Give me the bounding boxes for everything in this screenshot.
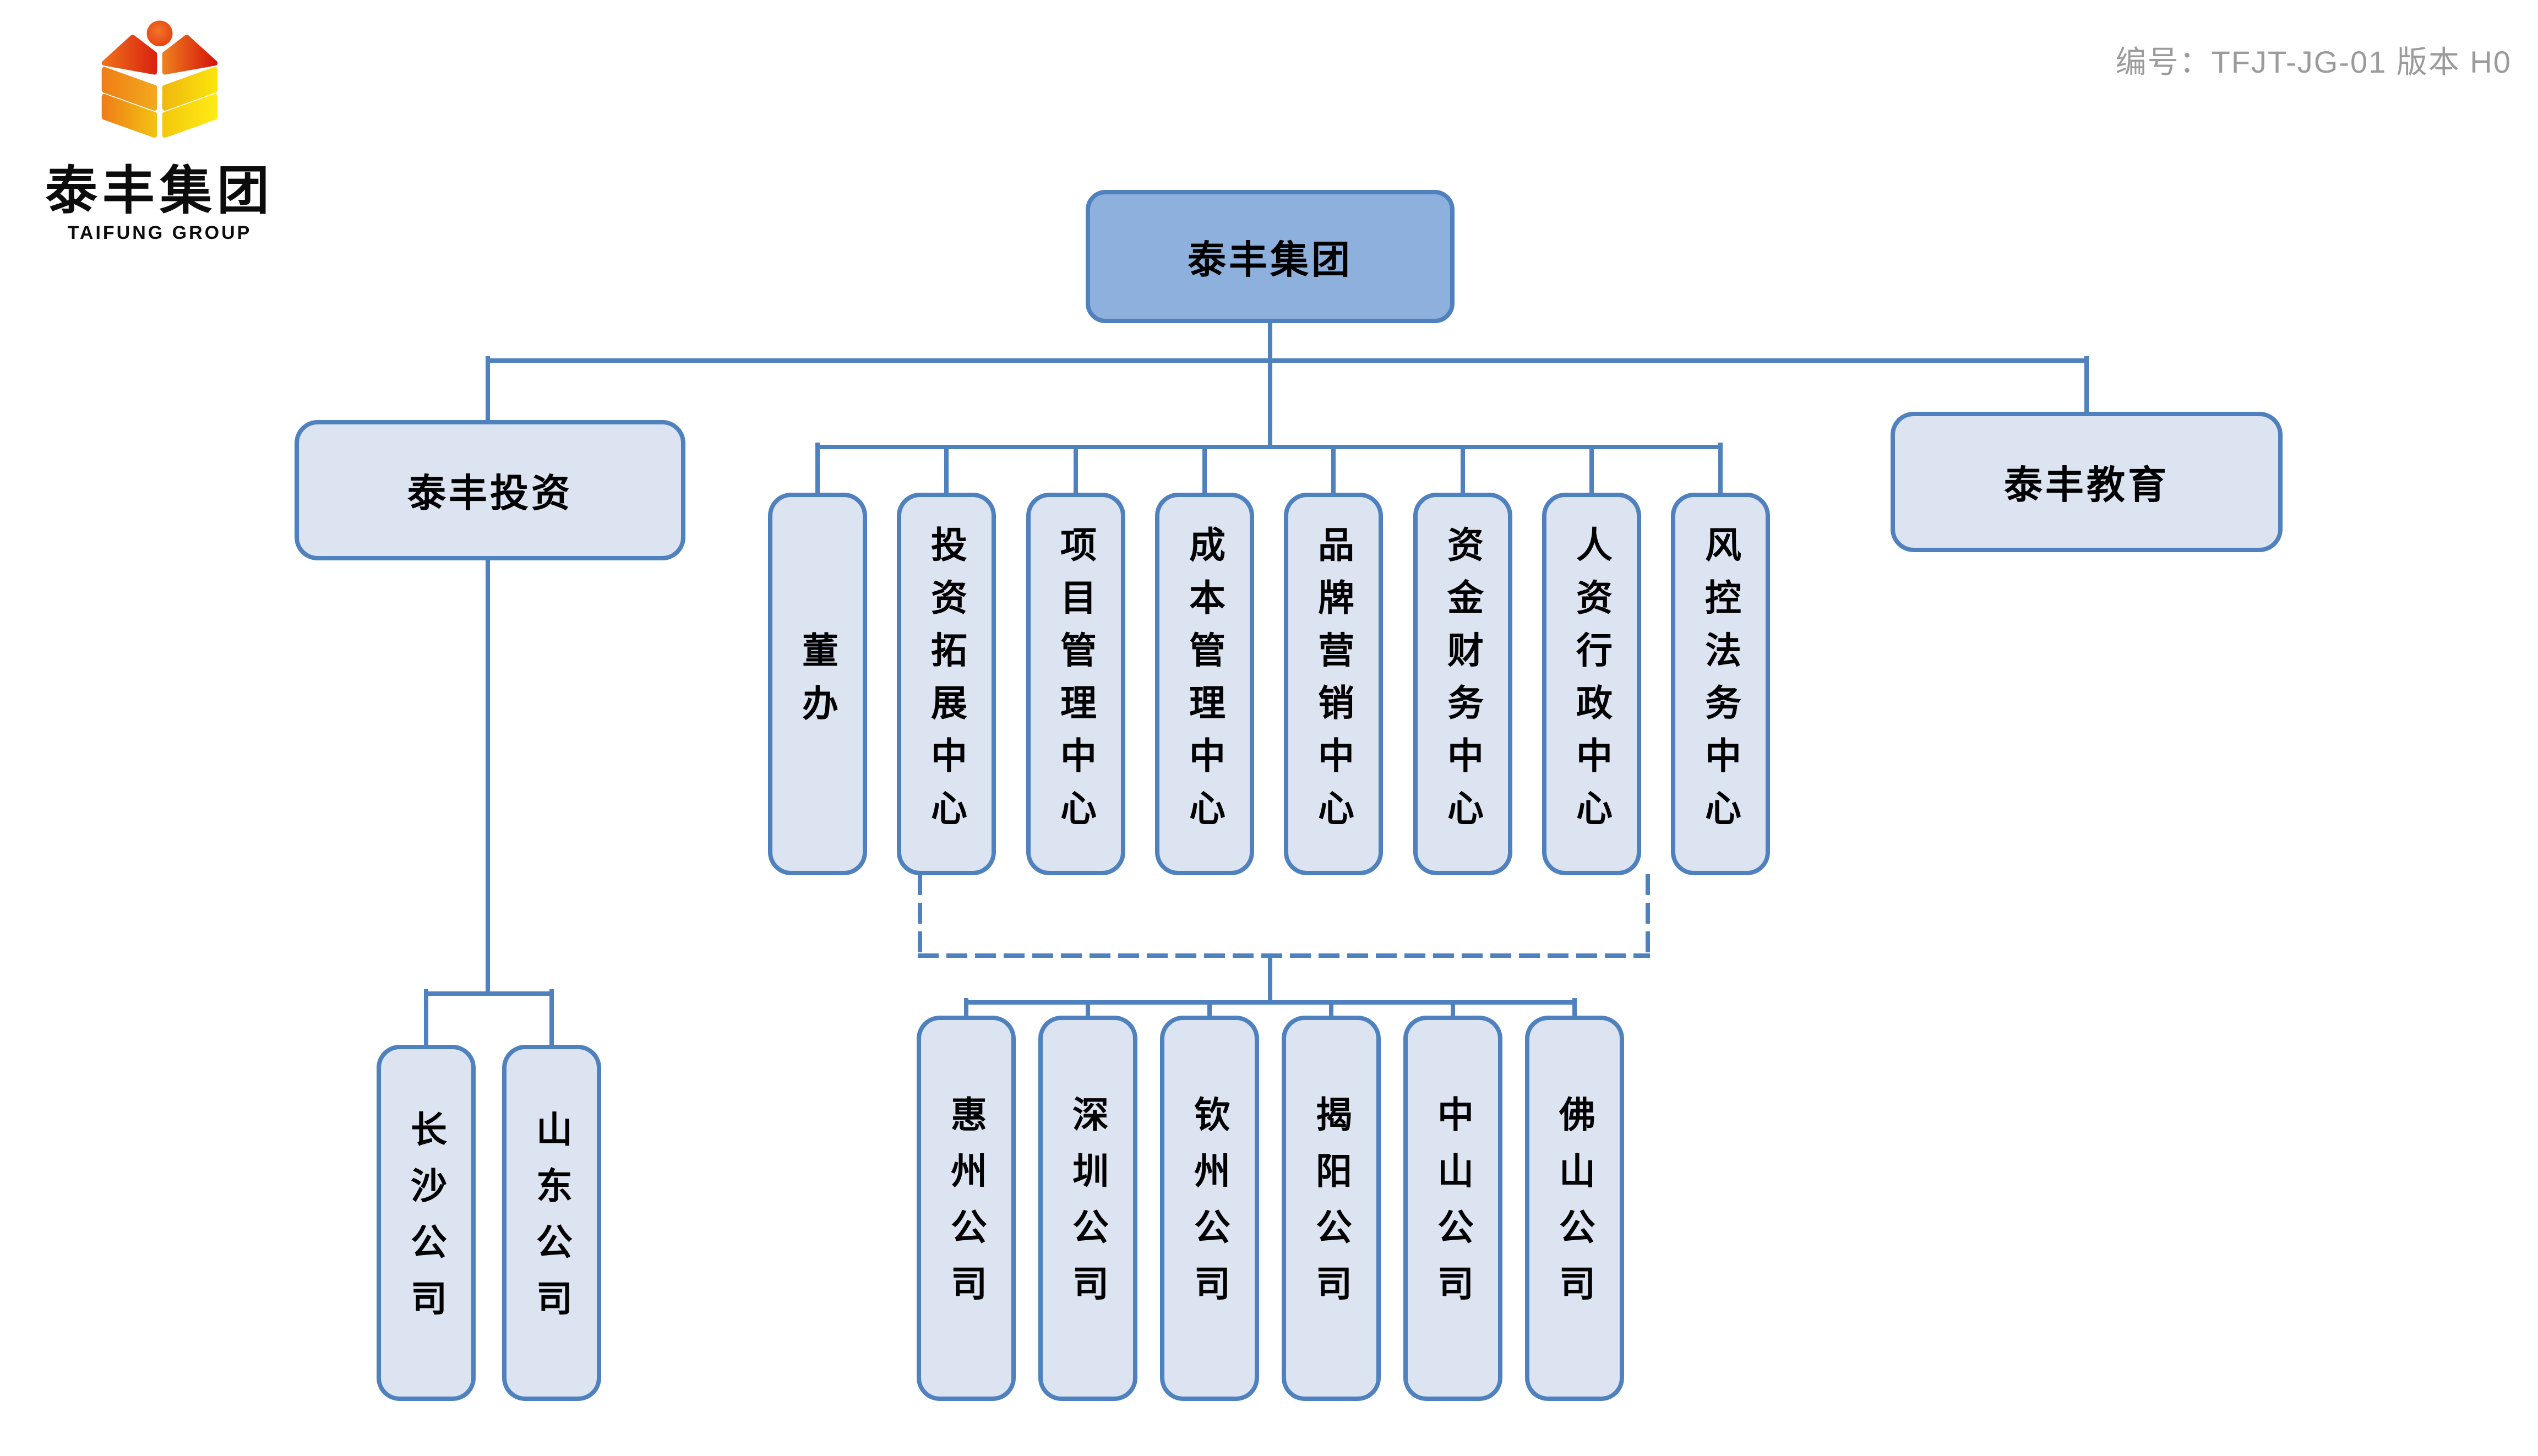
org-node-subsidiary: 中山公司	[1403, 1016, 1502, 1401]
org-node-label: 中山公司	[1433, 1095, 1473, 1321]
org-node-label: 深圳公司	[1068, 1095, 1108, 1321]
org-node-label: 惠州公司	[946, 1095, 987, 1321]
org-node-label: 资金财务中心	[1442, 526, 1483, 842]
org-node-subsidiary: 揭阳公司	[1282, 1016, 1381, 1401]
org-node-taifung-education: 泰丰教育	[1891, 412, 2283, 552]
org-node-department: 项目管理中心	[1026, 493, 1125, 875]
org-node-subsidiary: 深圳公司	[1038, 1016, 1137, 1401]
org-node-label: 董办	[797, 631, 838, 737]
org-node-subsidiary: 钦州公司	[1160, 1016, 1259, 1401]
company-logo: 泰丰集团 TAIFUNG GROUP	[33, 15, 286, 244]
org-node-root: 泰丰集团	[1086, 190, 1455, 323]
org-node-label: 品牌营销中心	[1313, 526, 1354, 842]
org-node-label: 长沙公司	[406, 1110, 446, 1336]
org-node-department: 风控法务中心	[1671, 493, 1770, 875]
org-node-label: 钦州公司	[1189, 1095, 1230, 1321]
org-node-taifung-invest: 泰丰投资	[295, 420, 685, 560]
org-node-subsidiary: 佛山公司	[1525, 1016, 1624, 1401]
org-node-department: 董办	[768, 493, 867, 875]
org-node-label: 泰丰投资	[407, 472, 573, 515]
org-node-label: 山东公司	[531, 1110, 572, 1336]
org-node-label: 佛山公司	[1554, 1095, 1595, 1321]
org-node-label: 揭阳公司	[1311, 1095, 1352, 1321]
org-node-department: 品牌营销中心	[1284, 493, 1383, 875]
org-node-label: 人资行政中心	[1571, 526, 1612, 842]
document-number: 编号：TFJT-JG-01 版本 H0	[2115, 45, 2512, 79]
org-node-label: 泰丰教育	[2004, 463, 2169, 506]
org-node-department: 资金财务中心	[1413, 493, 1512, 875]
org-node-label: 泰丰集团	[1188, 238, 1353, 281]
org-node-invest-company: 长沙公司	[377, 1045, 476, 1401]
org-node-department: 投资拓展中心	[897, 493, 996, 875]
org-node-label: 成本管理中心	[1184, 526, 1225, 842]
org-node-department: 成本管理中心	[1155, 493, 1254, 875]
logo-name-cn: 泰丰集团	[45, 162, 274, 220]
org-node-department: 人资行政中心	[1542, 493, 1641, 875]
logo-name-en: TAIFUNG GROUP	[67, 222, 252, 243]
taifung-logo-icon	[101, 20, 218, 138]
org-node-invest-company: 山东公司	[502, 1045, 601, 1401]
org-node-label: 风控法务中心	[1700, 526, 1741, 842]
org-node-subsidiary: 惠州公司	[917, 1016, 1016, 1401]
org-node-label: 投资拓展中心	[926, 526, 967, 842]
org-node-label: 项目管理中心	[1055, 526, 1096, 842]
